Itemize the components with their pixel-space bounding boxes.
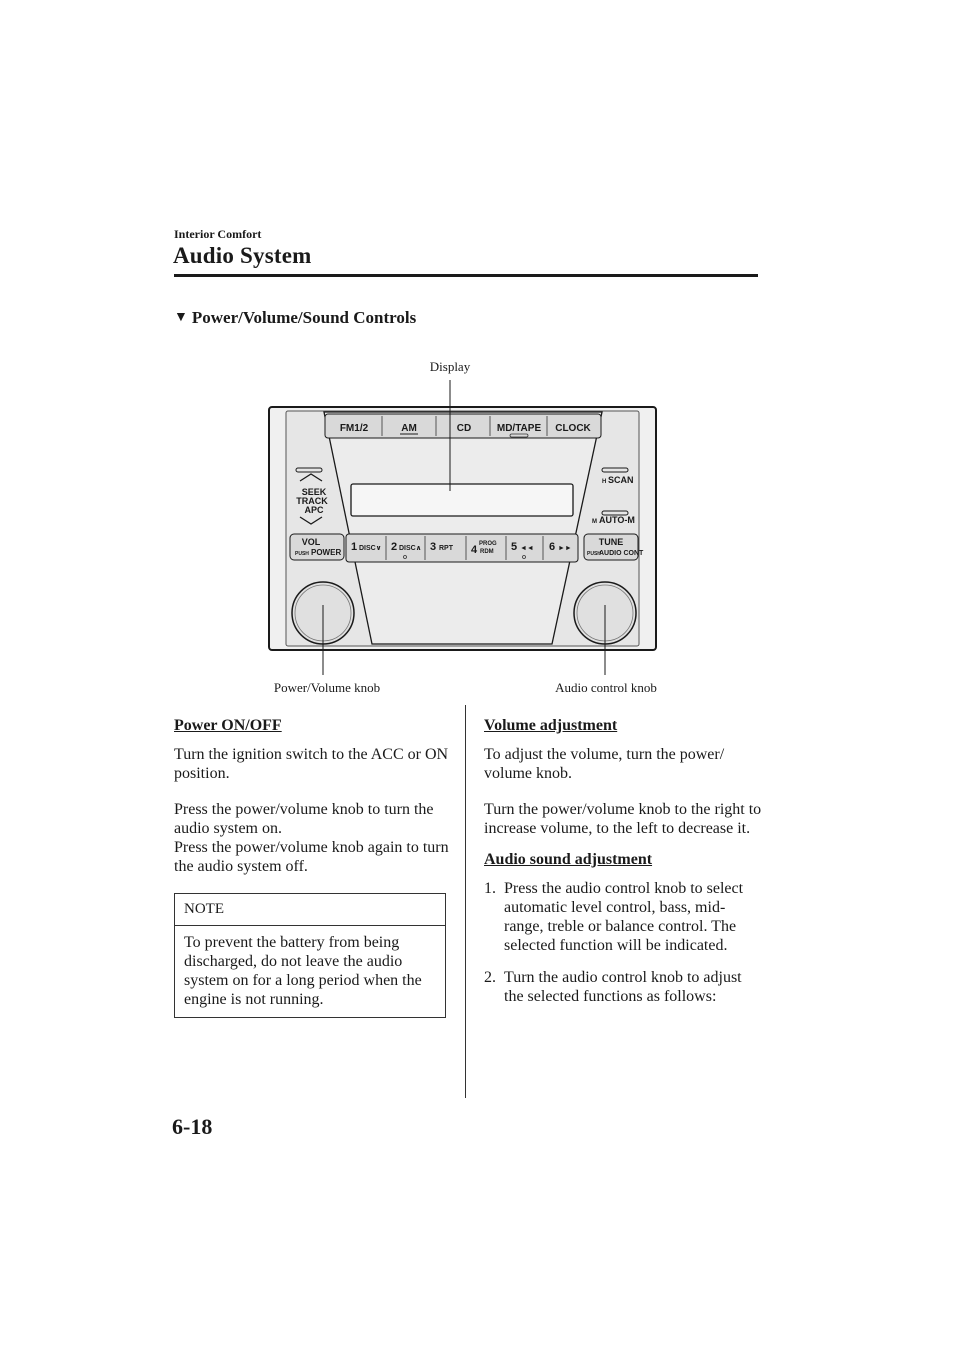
clock-button: CLOCK (555, 423, 591, 434)
subsection-title: ▼ Power/Volume/Sound Controls (174, 308, 416, 328)
auto-m-prefix: M (592, 519, 597, 525)
triangle-down-icon: ▼ (174, 310, 188, 325)
apc-label: APC (304, 505, 324, 515)
center-faceplate (323, 411, 603, 645)
right-column: Volume adjustment To adjust the volume, … (484, 716, 764, 1019)
section-label: Interior Comfort (174, 227, 262, 241)
volume-paragraph-1: To adjust the volume, turn the power/ vo… (484, 746, 725, 782)
preset-5-num: 5 (511, 541, 517, 553)
sound-steps: 1. Press the audio control knob to selec… (484, 879, 764, 1006)
seek-down-icon (299, 516, 323, 525)
note-box: NOTE To prevent the battery from being d… (174, 893, 446, 1018)
tune-sub: AUDIO CONT (599, 550, 644, 557)
power-onoff-heading: Power ON/OFF (174, 717, 282, 734)
volume-heading: Volume adjustment (484, 717, 618, 734)
left-column: Power ON/OFF Turn the ignition switch to… (174, 716, 454, 1018)
preset-5-label: ◄◄ (520, 545, 534, 552)
column-divider (465, 705, 466, 1098)
preset-4-label2: RDM (480, 549, 494, 555)
audio-knob-callout: Audio control knob (555, 680, 657, 695)
audio-unit-diagram: FM1/2 AM CD MD/TAPE CLOCK SEEK TRACK APC… (268, 359, 657, 695)
preset-4-label: PROG (479, 541, 497, 547)
note-text: To prevent the battery from being discha… (184, 934, 422, 1008)
header-rule (174, 274, 758, 277)
preset-2-label: DISC∧ (399, 545, 421, 552)
power-paragraph-1: Turn the ignition switch to the ACC or O… (174, 746, 449, 782)
preset-6-num: 6 (549, 541, 555, 553)
subsection-title-text: Power/Volume/Sound Controls (191, 308, 417, 327)
preset-strip (345, 533, 579, 563)
preset-1-num: 1 (351, 541, 357, 553)
page-title: Audio System (173, 243, 312, 268)
seek-up-icon (299, 473, 323, 482)
power-paragraph-2a: Press the power/volume knob to turn the … (174, 801, 434, 837)
page-number: 6-18 (172, 1114, 213, 1139)
preset-1-label: DISC∨ (359, 545, 381, 552)
step-number: 2. (484, 969, 496, 986)
note-title: NOTE (175, 894, 445, 926)
tune-button (583, 533, 639, 561)
am-button: AM (401, 423, 417, 434)
step-text: Turn the audio control knob to adjust th… (504, 969, 742, 1005)
auto-m-label: AUTO-M (599, 515, 635, 525)
scan-prefix: H (602, 479, 606, 485)
display-callout: Display (430, 359, 471, 374)
tune-label: TUNE (599, 537, 624, 547)
volume-paragraph-2: Turn the power/volume knob to the right … (484, 801, 762, 837)
vol-label: VOL (302, 537, 321, 547)
step-number: 1. (484, 880, 496, 897)
preset-6-label: ►► (558, 545, 572, 552)
preset-3-num: 3 (430, 541, 436, 553)
vol-button (289, 533, 345, 561)
preset-2-num: 2 (391, 541, 397, 553)
md-tape-button: MD/TAPE (497, 423, 542, 434)
list-item: 2. Turn the audio control knob to adjust… (484, 968, 764, 1006)
power-paragraph-2b: Press the power/volume knob again to tur… (174, 839, 449, 875)
power-knob-callout: Power/Volume knob (274, 680, 380, 695)
seek-label: SEEK (302, 487, 327, 497)
display-window (350, 483, 574, 517)
vol-power: POWER (311, 548, 341, 557)
vol-push: PUSH (295, 551, 309, 557)
list-item: 1. Press the audio control knob to selec… (484, 879, 764, 955)
step-text: Press the audio control knob to select a… (504, 880, 744, 954)
top-button-strip (324, 413, 602, 439)
tune-push: PUSH (587, 551, 601, 557)
audio-unit-figure: FM1/2 AM CD MD/TAPE CLOCK SEEK TRACK APC… (174, 350, 758, 705)
track-label: TRACK (296, 496, 328, 506)
fm-button: FM1/2 (340, 423, 369, 434)
preset-3-label: RPT (439, 545, 454, 552)
scan-label: SCAN (608, 475, 634, 485)
sound-heading: Audio sound adjustment (484, 851, 653, 868)
cd-button: CD (457, 423, 471, 434)
preset-4-num: 4 (471, 544, 478, 556)
